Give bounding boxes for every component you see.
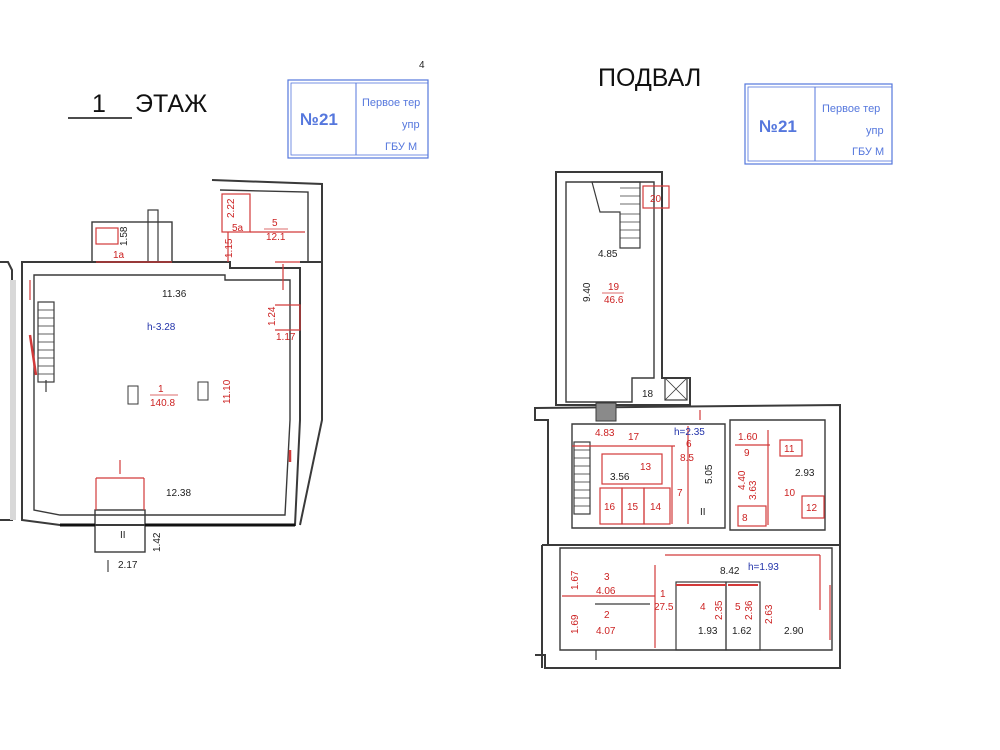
right-height: 11.10	[222, 379, 233, 404]
floor1-title: ЭТАЖ	[135, 90, 207, 118]
room4-dim-b: 1.93	[698, 626, 718, 637]
corridor-dim: 5.05	[704, 464, 715, 484]
room9-height: 4.40	[737, 470, 748, 490]
stamp-basement: №21 Первое тер упр ГБУ М	[744, 83, 893, 165]
floor1-number: 1	[92, 90, 106, 118]
page-mark: 4	[419, 60, 425, 71]
floor1-height: h-3.28	[147, 322, 176, 333]
floor1-red-lines	[28, 193, 305, 510]
floor1-plan	[0, 179, 323, 553]
stamp-line3: ГБУ М	[852, 146, 884, 158]
floor1-entrance: II	[120, 530, 126, 541]
floor1-room-number: 1	[158, 384, 164, 395]
room15-label: 15	[627, 502, 639, 513]
basement-upper-width: 4.85	[598, 249, 618, 260]
room-bottom-dim: 2.90	[784, 626, 804, 637]
room10-dim: 2.93	[795, 468, 815, 479]
basement-plan	[534, 171, 841, 669]
room12-label: 12	[806, 503, 818, 514]
porch-width: 2.17	[118, 560, 138, 571]
stamp-number: №21	[300, 110, 338, 129]
room4-dim-a: 2.35	[714, 600, 725, 620]
basement-red-lines	[562, 185, 831, 648]
room5-basement-label: 5	[735, 602, 741, 613]
basement-height-a: h=2.35	[674, 427, 705, 438]
stamp-line3: ГБУ М	[385, 141, 417, 153]
basement-stairs	[573, 181, 641, 515]
room19-number: 19	[608, 282, 620, 293]
room4-label: 4	[700, 602, 706, 613]
stamp-line1: Первое тер	[822, 103, 880, 115]
stair-width: 1.58	[119, 226, 130, 246]
room6-area: 8.5	[680, 453, 694, 464]
room3-dim: 4.06	[596, 586, 616, 597]
room7-label: 7	[677, 488, 683, 499]
room13-label: 13	[640, 462, 652, 473]
room14-label: 14	[650, 502, 662, 513]
room5-basement-dim-b: 1.62	[732, 626, 752, 637]
room2-label: 2	[604, 610, 610, 621]
lower-width: 8.42	[720, 566, 740, 577]
room10-label: 10	[784, 488, 796, 499]
room9-dim: 1.60	[738, 432, 758, 443]
room11-label: 11	[784, 444, 795, 455]
room1-area: 27.5	[654, 602, 674, 613]
room5-dim-b: 1.15	[224, 238, 235, 258]
stamp-number: №21	[759, 117, 797, 136]
room19-area: 46.6	[604, 295, 624, 306]
room3-side: 1.67	[570, 570, 581, 590]
room16-label: 16	[604, 502, 616, 513]
room17-label: 17	[628, 432, 640, 443]
stamp-floor1: №21 Первое тер упр ГБУ М	[287, 79, 429, 159]
basement-title: ПОДВАЛ	[598, 64, 701, 92]
room5-number: 5	[272, 218, 278, 229]
room5a-label: 5а	[232, 223, 244, 234]
room20-label: 20	[650, 194, 662, 205]
basement-entrance: II	[700, 507, 706, 518]
room13-dim: 3.56	[610, 472, 630, 483]
top-width: 11.36	[162, 289, 187, 300]
room3-label: 3	[604, 572, 610, 583]
nook-a: 1.24	[267, 306, 278, 326]
floor1-stairs	[37, 301, 55, 392]
floor1-room-area: 140.8	[150, 398, 175, 409]
nook-b: 1.17	[276, 332, 296, 343]
stamp-line2: упр	[402, 119, 420, 131]
room1-label: 1	[660, 589, 666, 600]
room8-label: 8	[742, 513, 748, 524]
room1a-label: 1а	[113, 250, 125, 261]
room5-dim-a: 2.22	[226, 198, 237, 218]
room17-dim: 4.83	[595, 428, 615, 439]
room-side-dim: 2.63	[764, 604, 775, 624]
room5-basement-dim-a: 2.36	[744, 600, 755, 620]
room2-dim: 4.07	[596, 626, 616, 637]
room6-label: 6	[686, 439, 692, 450]
stamp-line1: Первое тер	[362, 97, 420, 109]
stamp-line2: упр	[866, 125, 884, 137]
room8-dim: 3.63	[748, 480, 759, 500]
room18-label: 18	[642, 389, 654, 400]
room5-area: 12.1	[266, 232, 286, 243]
room9-label: 9	[744, 448, 750, 459]
porch-length: 1.42	[152, 532, 163, 552]
bottom-width: 12.38	[166, 488, 191, 499]
room2-side: 1.69	[570, 614, 581, 634]
basement-upper-height: 9.40	[582, 282, 593, 302]
basement-height-b: h=1.93	[748, 562, 779, 573]
